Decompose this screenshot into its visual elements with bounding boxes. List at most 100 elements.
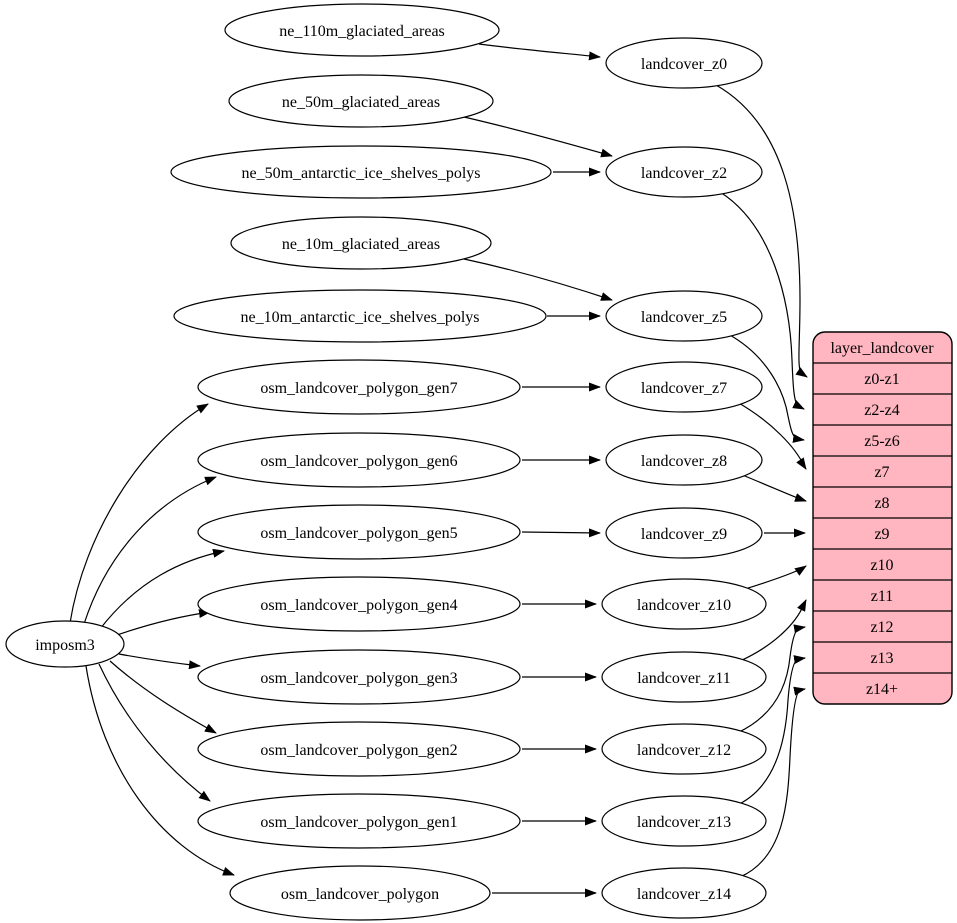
record-title: layer_landcover	[830, 340, 934, 357]
edge-imposm3-to-osm_landcover_polygon_gen5	[99, 548, 225, 630]
edge-landcover_z14-to-row-z14plus	[739, 686, 806, 878]
node-landcover_z12: landcover_z12	[601, 723, 767, 775]
node-osm_landcover_polygon_gen1: osm_landcover_polygon_gen1	[197, 793, 521, 849]
edge-imposm3-to-osm_landcover_polygon_gen4	[116, 609, 211, 636]
node-label: ne_110m_glaciated_areas	[279, 23, 445, 40]
node-ellipse	[605, 361, 763, 413]
node-label: landcover_z13	[637, 814, 731, 831]
node-osm_landcover_polygon_gen3: osm_landcover_polygon_gen3	[197, 649, 521, 705]
node-label: landcover_z8	[641, 453, 727, 470]
node-ellipse	[197, 504, 521, 560]
node-landcover_z11: landcover_z11	[601, 651, 767, 703]
node-ellipse	[601, 578, 767, 630]
node-ellipse	[230, 216, 492, 270]
node-label: osm_landcover_polygon_gen6	[260, 453, 457, 470]
node-ellipse	[197, 793, 521, 849]
edges-layer	[69, 43, 808, 898]
node-ellipse	[605, 507, 763, 559]
node-ellipse	[197, 576, 521, 632]
node-landcover_z0: landcover_z0	[605, 37, 763, 89]
node-landcover_z10: landcover_z10	[601, 578, 767, 630]
record-row-z2-z4: z2-z4	[864, 402, 900, 419]
node-label: landcover_z5	[641, 309, 727, 326]
node-label: landcover_z11	[637, 670, 731, 687]
node-ellipse	[228, 74, 494, 128]
node-label: ne_10m_glaciated_areas	[282, 236, 440, 253]
node-ellipse	[224, 3, 500, 57]
node-label: landcover_z10	[637, 597, 731, 614]
node-ellipse	[173, 289, 547, 343]
node-label: ne_10m_antarctic_ice_shelves_polys	[240, 309, 479, 326]
record-row-z11: z11	[871, 588, 894, 605]
edge-imposm3-to-osm_landcover_polygon_gen6	[83, 476, 217, 625]
node-osm_landcover_polygon_gen7: osm_landcover_polygon_gen7	[197, 359, 521, 415]
record-row-z13: z13	[870, 650, 893, 667]
edge-ne_50m_glaciated_areas-to-landcover_z2	[463, 116, 613, 158]
node-ellipse	[601, 795, 767, 847]
edge-landcover_z11-to-row-z11	[739, 599, 807, 662]
node-osm_landcover_polygon_gen4: osm_landcover_polygon_gen4	[197, 576, 521, 632]
node-landcover_z13: landcover_z13	[601, 795, 767, 847]
node-ellipse	[197, 721, 521, 777]
node-label: osm_landcover_polygon	[281, 886, 439, 903]
edge-ne_110m_glaciated_areas-to-landcover_z0	[478, 43, 601, 61]
node-landcover_z7: landcover_z7	[605, 361, 763, 413]
edge-landcover_z5-to-row-z5-z6	[727, 333, 805, 443]
record-row-z8: z8	[874, 495, 889, 512]
node-label-imposm3: imposm3	[35, 637, 95, 654]
edge-ne_10m_glaciated_areas-to-landcover_z5	[463, 258, 613, 301]
edge-landcover_z7-to-row-z7	[736, 401, 807, 470]
source-nodes-layer: ne_110m_glaciated_areas ne_50m_glaciated…	[170, 3, 552, 921]
node-label: landcover_z14	[637, 886, 731, 903]
node-label: osm_landcover_polygon_gen5	[260, 525, 457, 542]
node-ellipse	[197, 649, 521, 705]
node-ellipse	[605, 290, 763, 342]
record-row-z9: z9	[874, 526, 889, 543]
node-label: landcover_z7	[641, 380, 727, 397]
edge-landcover_z2-to-row-z2-z4	[719, 191, 805, 410]
node-ne_50m_antarctic_ice_shelves_polys: ne_50m_antarctic_ice_shelves_polys	[170, 145, 552, 199]
record-row-z14plus: z14+	[866, 681, 898, 698]
intermediate-nodes-layer: landcover_z0 landcover_z2 landcover_z5 l…	[601, 37, 767, 919]
node-landcover_z9: landcover_z9	[605, 507, 763, 559]
node-ellipse	[601, 867, 767, 919]
node-ellipse	[229, 865, 491, 921]
node-osm_landcover_polygon_gen2: osm_landcover_polygon_gen2	[197, 721, 521, 777]
edge-landcover_z0-to-row-z0-z1	[715, 84, 808, 378]
node-label: osm_landcover_polygon_gen2	[260, 742, 457, 759]
edge-imposm3-to-osm_landcover_polygon_gen2	[109, 660, 217, 734]
node-ellipse	[605, 37, 763, 89]
node-label: ne_50m_antarctic_ice_shelves_polys	[241, 165, 480, 182]
node-ellipse	[170, 145, 552, 199]
edge-imposm3-to-osm_landcover_polygon_gen1	[98, 663, 211, 802]
node-osm_landcover_polygon: osm_landcover_polygon	[229, 865, 491, 921]
record-row-z0-z1: z0-z1	[864, 371, 900, 388]
record-row-z12: z12	[870, 619, 893, 636]
record-row-z7: z7	[874, 464, 889, 481]
node-ellipse-imposm3	[5, 620, 125, 668]
node-layer_landcover: layer_landcover z0-z1 z2-z4 z5-z6 z7 z8 …	[812, 331, 953, 705]
node-landcover_z5: landcover_z5	[605, 290, 763, 342]
record-row-z10: z10	[870, 557, 893, 574]
node-ne_10m_antarctic_ice_shelves_polys: ne_10m_antarctic_ice_shelves_polys	[173, 289, 547, 343]
node-ellipse	[601, 651, 767, 703]
record-row-z5-z6: z5-z6	[864, 433, 900, 450]
edge-imposm3-to-osm_landcover_polygon_gen7	[69, 403, 209, 624]
node-osm_landcover_polygon_gen5: osm_landcover_polygon_gen5	[197, 504, 521, 560]
edge-landcover_z12-to-row-z12	[736, 624, 806, 734]
edge-imposm3-to-osm_landcover_polygon_gen3	[118, 653, 201, 670]
node-label: ne_50m_glaciated_areas	[282, 94, 440, 111]
edge-osm_landcover_polygon_gen5-to-landcover_z9	[521, 528, 601, 538]
edge-landcover_z10-to-row-z10	[741, 565, 807, 591]
node-label: osm_landcover_polygon_gen1	[260, 814, 457, 831]
node-ellipse	[197, 359, 521, 415]
node-ellipse	[605, 146, 763, 198]
node-landcover_z14: landcover_z14	[601, 867, 767, 919]
node-landcover_z8: landcover_z8	[605, 434, 763, 486]
node-label: landcover_z9	[641, 526, 727, 543]
edge-landcover_z8-to-row-z8	[739, 473, 807, 502]
node-label: osm_landcover_polygon_gen3	[260, 670, 457, 687]
node-label: landcover_z0	[641, 56, 727, 73]
